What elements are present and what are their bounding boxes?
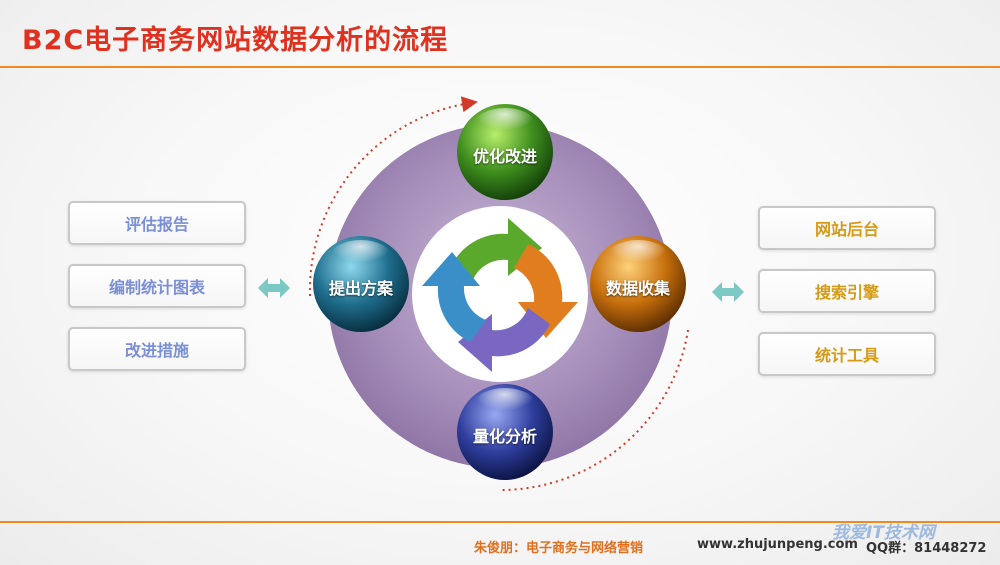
footer-website: www.zhujunpeng.com: [697, 537, 858, 552]
right-box-statistics-tools: 统计工具: [758, 332, 936, 376]
watermark: 我爱IT技术网: [832, 523, 935, 543]
right-box-search-engine: 搜索引擎: [758, 269, 936, 313]
orb-bottom: [457, 384, 553, 480]
dotted-arc-upper: [308, 96, 478, 297]
left-exchange-arrow: [258, 278, 290, 298]
orb-left: [313, 236, 409, 332]
page-title: B2C电子商务网站数据分析的流程: [22, 25, 449, 56]
top-divider: [0, 66, 1000, 68]
bottom-divider: [0, 521, 1000, 523]
left-box-evaluation-report: 评估报告: [68, 201, 246, 245]
node-label-right: 数据收集: [605, 279, 670, 298]
blue-arrow: [422, 252, 486, 342]
node-label-bottom: 量化分析: [472, 427, 537, 446]
right-box-site-backend: 网站后台: [758, 206, 936, 250]
orb-right: [590, 236, 686, 332]
orb-top: [457, 104, 553, 200]
dotted-arc-lower: [499, 329, 689, 492]
footer-qq-group: QQ群：81448272: [866, 541, 987, 556]
left-box-improvement-measures: 改进措施: [68, 327, 246, 371]
right-exchange-arrow: [712, 282, 744, 302]
inner-white-disc: [412, 206, 588, 382]
node-label-left: 提出方案: [328, 279, 393, 298]
footer-author: 朱俊朋：电子商务与网络营销: [474, 541, 644, 556]
center-arrows: [422, 218, 578, 372]
left-box-statistics-charts: 编制统计图表: [68, 264, 246, 308]
node-label-top: 优化改进: [472, 147, 537, 166]
